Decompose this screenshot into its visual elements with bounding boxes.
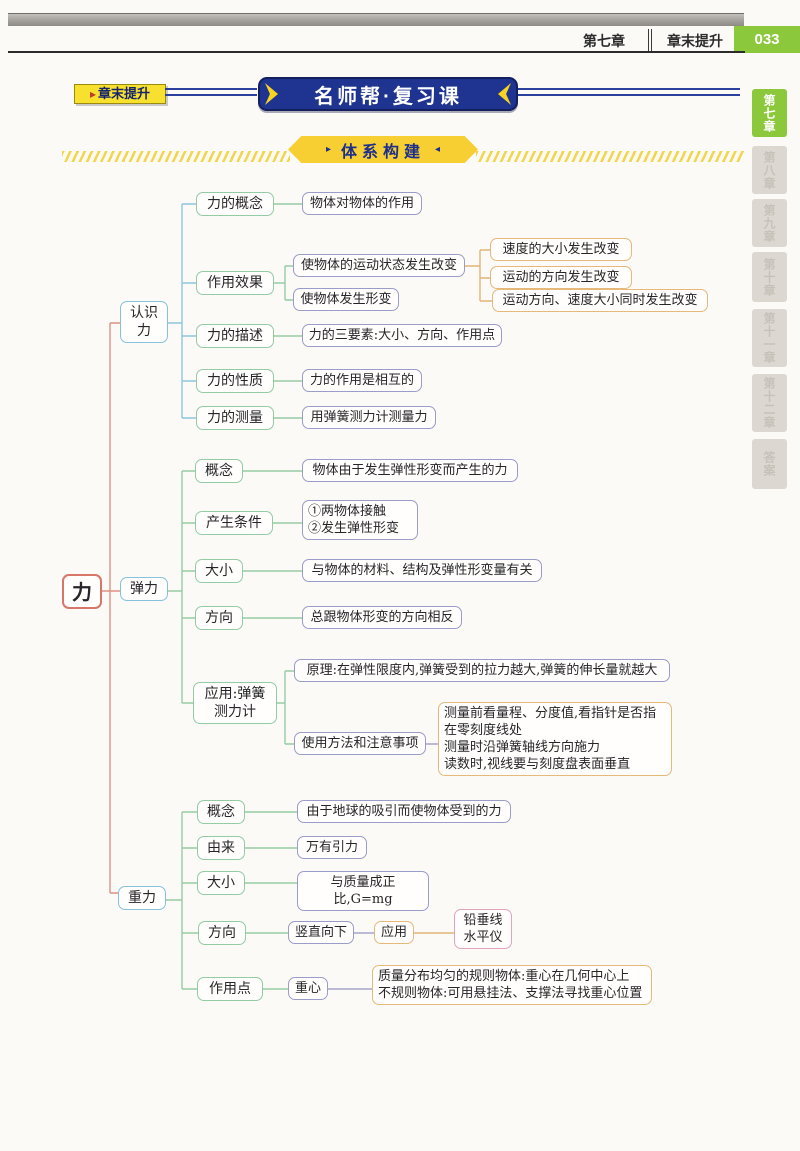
header-divider (648, 29, 652, 52)
node-branch-elastic-force: 弹力 (120, 577, 168, 601)
b1-label-nature: 力的性质 (196, 369, 274, 393)
b1-content-motion-change: 使物体的运动状态发生改变 (293, 254, 465, 277)
banner-rule-left (165, 88, 257, 96)
side-tab-ch11: 第十一章 (752, 309, 787, 367)
b1-label-measurement: 力的测量 (196, 406, 274, 430)
b3-label-concept: 概念 (197, 800, 245, 824)
b3-content-concept: 由于地球的吸引而使物体受到的力 (297, 800, 511, 823)
b1-content-deformation: 使物体发生形变 (293, 288, 399, 311)
b2-label-application: 应用:弹簧测力计 (193, 682, 277, 724)
header-section: 章末提升 (667, 33, 723, 49)
b1-label-concept: 力的概念 (196, 192, 274, 216)
b2-label-direction: 方向 (195, 606, 243, 630)
b3-content-center-of-gravity: 重心 (288, 977, 328, 1000)
b2-label-conditions: 产生条件 (195, 511, 273, 535)
banner-rule-right (518, 88, 740, 96)
b3-label-magnitude: 大小 (197, 871, 245, 895)
b3-content-origin: 万有引力 (297, 836, 367, 859)
b3-content-magnitude: 与质量成正比,G=mg (297, 871, 429, 911)
tag-arrow-icon: ▸ (89, 87, 96, 101)
page-number-badge: 033 (734, 26, 800, 53)
b1-content-spring-scale: 用弹簧测力计测量力 (302, 406, 436, 429)
b1-effect-speed: 速度的大小发生改变 (490, 238, 632, 261)
b2-content-direction: 总跟物体形变的方向相反 (302, 606, 462, 629)
section-title: 体系构建 (340, 143, 425, 161)
b1-effect-both: 运动方向、速度大小同时发生改变 (492, 289, 708, 312)
side-tab-ch12: 第十二章 (752, 374, 787, 432)
section-left-arrow-icon: ▸ (325, 144, 331, 155)
b2-content-magnitude: 与物体的材料、结构及弹性形变量有关 (302, 559, 542, 582)
section-right-arrow-icon: ◂ (435, 144, 441, 155)
b2-label-magnitude: 大小 (195, 559, 243, 583)
header-chapter: 第七章 (583, 33, 625, 49)
chapter-review-tag: ▸章末提升 (74, 84, 166, 104)
b2-content-conditions: ①两物体接触 ②发生弹性形变 (302, 500, 418, 540)
b2-content-concept: 物体由于发生弹性形变而产生的力 (302, 459, 518, 482)
side-tab-answers: 答案 (752, 439, 787, 489)
b2-content-principle: 原理:在弹性限度内,弹簧受到的拉力越大,弹簧的伸长量就越大 (294, 659, 670, 682)
side-tab-ch7: 第七章 (752, 89, 787, 137)
header-rule (8, 51, 745, 53)
b1-label-description: 力的描述 (196, 324, 274, 348)
node-branch-understand-force: 认识力 (120, 301, 168, 343)
b1-content-three-elements: 力的三要素:大小、方向、作用点 (302, 324, 502, 347)
b3-label-origin: 由来 (197, 836, 245, 860)
course-banner: 名师帮·复习课 (258, 77, 518, 111)
b3-label-action-point: 作用点 (197, 977, 263, 1001)
b2-content-method-note: 测量前看量程、分度值,看指针是否指在零刻度线处 测量时沿弹簧轴线方向施力 读数时… (438, 702, 672, 776)
b3-label-direction: 方向 (198, 921, 246, 945)
b1-label-effects: 作用效果 (196, 271, 274, 295)
b3-content-application: 应用 (374, 921, 414, 944)
b3-content-vertical-down: 竖直向下 (288, 921, 354, 944)
section-stripes-right (476, 151, 744, 162)
b1-content-mutual: 力的作用是相互的 (302, 369, 422, 392)
tag-label: 章末提升 (98, 86, 151, 101)
side-tab-ch10: 第十章 (752, 252, 787, 302)
b1-effect-direction: 运动的方向发生改变 (490, 266, 632, 289)
b2-content-method-label: 使用方法和注意事项 (294, 732, 426, 755)
node-root-force: 力 (62, 574, 102, 609)
b1-content-concept: 物体对物体的作用 (302, 192, 422, 215)
section-stripes-left (62, 151, 290, 162)
b3-content-cog-note: 质量分布均匀的规则物体:重心在几何中心上 不规则物体:可用悬挂法、支撑法寻找重心… (372, 965, 652, 1005)
course-banner-title: 名师帮·复习课 (314, 85, 462, 108)
node-branch-gravity: 重力 (118, 886, 166, 910)
section-banner: ▸ 体系构建 ◂ (288, 136, 478, 163)
scan-edge-bar (8, 13, 744, 26)
side-tab-ch8: 第八章 (752, 146, 787, 194)
b2-label-concept: 概念 (195, 459, 243, 483)
side-tab-ch9: 第九章 (752, 199, 787, 247)
b3-content-plumb-level: 铅垂线 水平仪 (454, 909, 512, 949)
